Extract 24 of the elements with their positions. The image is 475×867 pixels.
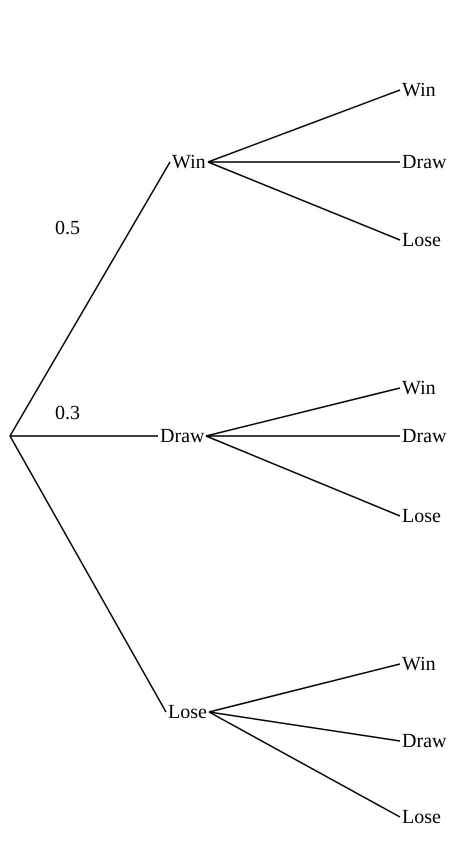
outcome-label: Draw bbox=[160, 426, 204, 446]
branch-line bbox=[208, 663, 400, 713]
branch-line bbox=[206, 435, 400, 517]
outcome-label: Lose bbox=[168, 702, 207, 722]
branch-line bbox=[206, 435, 400, 437]
branch-line bbox=[206, 387, 400, 437]
branch-line bbox=[208, 161, 400, 241]
outcome-label: Draw bbox=[402, 152, 446, 172]
branch-line bbox=[208, 89, 400, 163]
outcome-label: Win bbox=[402, 654, 436, 674]
branch-line bbox=[10, 435, 158, 437]
branch-line bbox=[208, 711, 400, 818]
outcome-label: Lose bbox=[402, 807, 441, 827]
outcome-label: Win bbox=[172, 152, 206, 172]
outcome-label: Lose bbox=[402, 230, 441, 250]
branch-line bbox=[208, 711, 400, 742]
outcome-label: Win bbox=[402, 80, 436, 100]
branch-line bbox=[9, 436, 167, 712]
outcome-label: Draw bbox=[402, 426, 446, 446]
branch-line bbox=[9, 162, 171, 436]
outcome-label: Win bbox=[402, 378, 436, 398]
branch-line bbox=[208, 161, 400, 163]
outcome-label: Lose bbox=[402, 506, 441, 526]
outcome-label: Draw bbox=[402, 731, 446, 751]
